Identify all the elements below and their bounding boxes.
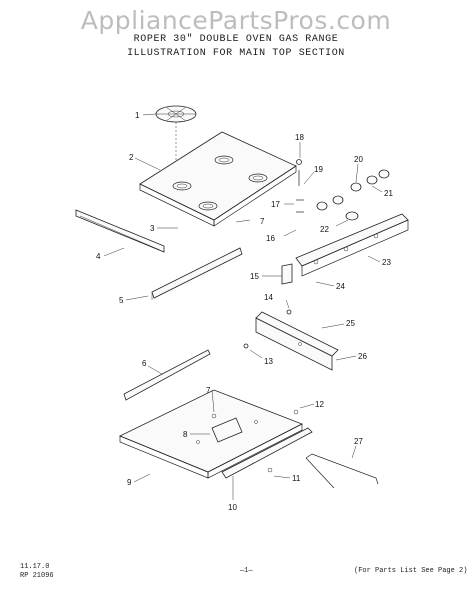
callout-15: 15 [250, 272, 259, 281]
footer-note: (For Parts List See Page 2) [354, 567, 468, 575]
callout-10: 10 [228, 503, 237, 512]
part-manifold-panel[interactable] [295, 213, 409, 277]
callout-5: 5 [119, 296, 124, 305]
watermark: AppliancePartsPros.com [80, 6, 392, 35]
footer-code: RP 21096 [20, 572, 54, 580]
callout-27: 27 [354, 437, 363, 446]
callout-13: 13 [264, 357, 273, 366]
part-side-trim[interactable] [75, 209, 165, 253]
callout-23: 23 [382, 258, 391, 267]
diagram-title: ROPER 30" DOUBLE OVEN GAS RANGE [133, 34, 339, 45]
callout-26: 26 [358, 352, 367, 361]
callout-12: 12 [315, 400, 324, 409]
leader-lines [103, 113, 383, 500]
callout-25: 25 [346, 319, 355, 328]
part-front-rail[interactable] [151, 247, 243, 300]
callout-21: 21 [384, 189, 393, 198]
part-rod[interactable] [305, 453, 379, 489]
callout-9: 9 [127, 478, 132, 487]
callout-11: 11 [292, 474, 301, 483]
part-valve[interactable] [296, 159, 304, 213]
callout-18: 18 [295, 133, 304, 142]
footer-date: 11.17.0 [20, 563, 50, 571]
part-control-knobs[interactable] [316, 169, 390, 221]
part-trim-strip[interactable] [123, 349, 211, 401]
part-bracket[interactable] [281, 263, 293, 285]
callout-16: 16 [266, 234, 275, 243]
callout-6: 6 [142, 359, 147, 368]
callout-4: 4 [96, 252, 101, 261]
callout-20: 20 [354, 155, 363, 164]
part-main-top[interactable] [139, 131, 297, 227]
part-burner-box[interactable] [119, 389, 303, 479]
callout-7b: 7 [260, 217, 265, 226]
callout-labels: 1 2 3 4 5 6 7 7 8 9 10 11 12 13 14 15 16… [96, 111, 393, 512]
callout-22: 22 [320, 225, 329, 234]
part-back-panel[interactable] [255, 311, 339, 371]
part-screw-13[interactable] [243, 343, 249, 349]
callout-19: 19 [314, 165, 323, 174]
callout-8: 8 [183, 430, 188, 439]
part-lower-rail[interactable] [221, 409, 313, 479]
callout-24: 24 [336, 282, 345, 291]
callout-1: 1 [135, 111, 140, 120]
callout-3: 3 [150, 224, 155, 233]
part-screw-14[interactable] [286, 309, 292, 315]
callout-14: 14 [264, 293, 273, 302]
callout-2: 2 [129, 153, 134, 162]
footer-page-number: —1— [240, 567, 253, 575]
callout-7a: 7 [206, 386, 211, 395]
callout-17: 17 [271, 200, 280, 209]
diagram-subtitle: ILLUSTRATION FOR MAIN TOP SECTION [127, 48, 345, 59]
